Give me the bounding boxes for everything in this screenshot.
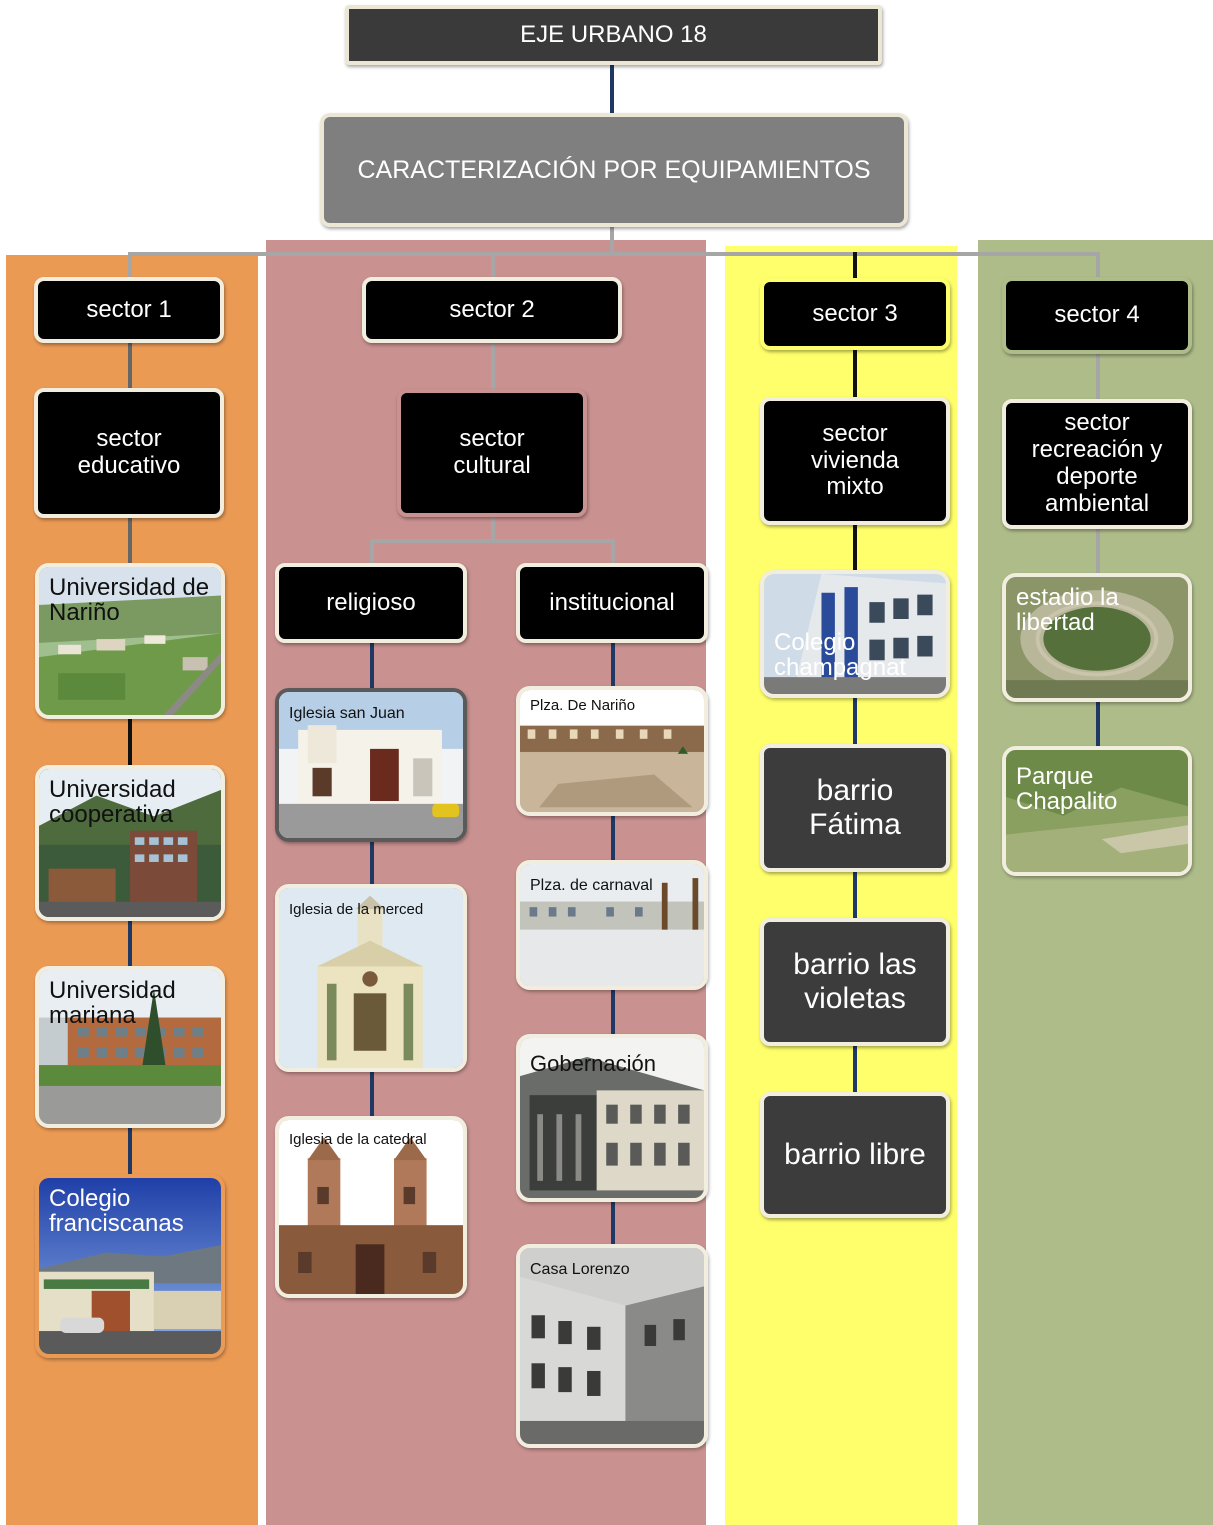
sector-2-category: sector cultural — [397, 389, 587, 517]
node-barrio-fatima: barrio Fátima — [760, 744, 950, 872]
card-casa-lorenzo: Casa Lorenzo — [516, 1244, 708, 1448]
card-colegio-champagnat: Colegio champagnat — [760, 570, 950, 698]
card-label: Gobernación — [530, 1051, 656, 1076]
connector-s2-drop — [491, 252, 495, 282]
card-label: Plza. De Nariño — [530, 697, 636, 714]
card-label: Iglesia de la merced — [289, 901, 424, 918]
photo-estadio-libertad — [1006, 577, 1188, 698]
subtitle-node: CARACTERIZACIÓN POR EQUIPAMIENTOS — [320, 113, 908, 227]
connector-s4-drop — [1096, 252, 1100, 282]
node-barrio-libre: barrio libre — [760, 1092, 950, 1218]
card-plaza-narino: Plza. De Nariño — [516, 686, 708, 816]
card-label: Universidad cooperativa — [49, 776, 176, 829]
card-plaza-carnaval: Plza. de carnaval — [516, 860, 708, 990]
photo-plaza-carnaval — [520, 864, 704, 986]
card-label: Colegio champagnat — [774, 629, 907, 682]
photo-mariana-campus — [39, 970, 221, 1124]
connector-s2-rel-c — [370, 1070, 374, 1120]
card-label: Iglesia de la catedral — [289, 1131, 427, 1148]
sector-1-node: sector 1 — [34, 277, 224, 343]
connector-s2-split — [370, 539, 615, 543]
connector-s2-right-drop — [611, 539, 615, 567]
card-label: estadio la libertad — [1016, 584, 1119, 637]
photo-iglesia-san-juan — [279, 692, 463, 838]
photo-franciscanas-school — [39, 1178, 221, 1354]
sector-3-category: sector vivienda mixto — [760, 397, 950, 525]
sector-4-node: sector 4 — [1002, 277, 1192, 354]
photo-aerial-campus — [39, 567, 221, 715]
sector-1-category: sector educativo — [34, 388, 224, 518]
card-label: Colegio franciscanas — [49, 1185, 184, 1238]
card-label: Universidad de Nariño — [49, 574, 210, 627]
sector-4-category: sector recreación y deporte ambiental — [1002, 399, 1192, 529]
connector-branch-h — [128, 252, 1099, 256]
card-label: Casa Lorenzo — [530, 1261, 630, 1278]
connector-s2-inst-c — [611, 988, 615, 1038]
card-iglesia-merced: Iglesia de la merced — [275, 884, 467, 1072]
connector-s1-c — [128, 716, 132, 768]
connector-s2-a — [491, 340, 495, 392]
title-text: EJE URBANO 18 — [520, 20, 707, 48]
subtitle-text: CARACTERIZACIÓN POR EQUIPAMIENTOS — [357, 156, 871, 184]
connector-s2-inst-b — [611, 814, 615, 864]
card-universidad-cooperativa: Universidad cooperativa — [35, 765, 225, 921]
connector-s2-rel-b — [370, 840, 374, 890]
photo-iglesia-merced — [279, 888, 463, 1068]
connector-s4-b — [1096, 526, 1100, 576]
photo-plaza-narino — [520, 690, 704, 812]
group-religioso: religioso — [275, 563, 467, 643]
connector-s2-b — [491, 515, 495, 541]
connector-s3-drop — [853, 252, 857, 282]
card-label: Universidad mariana — [49, 977, 176, 1030]
connector-s4-c — [1096, 700, 1100, 750]
connector-s1-e — [128, 1126, 132, 1178]
photo-parque-chapalito — [1006, 750, 1188, 872]
connector-s1-drop — [128, 252, 132, 282]
connector-s2-left-drop — [370, 539, 374, 567]
sector-2-node: sector 2 — [362, 277, 622, 343]
connector-branch-v — [610, 226, 614, 254]
group-institucional: institucional — [516, 563, 708, 643]
connector-s2-inst-a — [611, 640, 615, 690]
photo-casa-lorenzo — [520, 1248, 704, 1444]
connector-s3-e — [853, 1044, 857, 1096]
connector-s4-a — [1096, 350, 1100, 402]
connector-s3-b — [853, 522, 857, 574]
photo-colegio-champagnat — [764, 574, 946, 694]
connector-s1-a — [128, 340, 132, 392]
card-universidad-narino: Universidad de Nariño — [35, 563, 225, 719]
card-iglesia-catedral: Iglesia de la catedral — [275, 1116, 467, 1298]
connector-s1-b — [128, 516, 132, 566]
connector-title — [610, 62, 614, 116]
connector-s3-c — [853, 696, 857, 748]
card-estadio-libertad: estadio la libertad — [1002, 573, 1192, 702]
sector-3-node: sector 3 — [760, 278, 950, 350]
connector-s2-inst-d — [611, 1198, 615, 1248]
node-barrio-violetas: barrio las violetas — [760, 918, 950, 1046]
connector-s3-d — [853, 870, 857, 922]
card-label: Iglesia san Juan — [289, 705, 405, 722]
card-parque-chapalito: Parque Chapalito — [1002, 746, 1192, 876]
card-label: Parque Chapalito — [1016, 763, 1118, 816]
title-node: EJE URBANO 18 — [345, 5, 882, 65]
connector-s3-a — [853, 346, 857, 400]
connector-s1-d — [128, 918, 132, 970]
card-gobernacion: Gobernación — [516, 1034, 708, 1202]
card-universidad-mariana: Universidad mariana — [35, 966, 225, 1128]
photo-gobernacion — [520, 1038, 704, 1198]
photo-iglesia-catedral — [279, 1120, 463, 1294]
card-iglesia-san-juan: Iglesia san Juan — [275, 688, 467, 842]
card-colegio-franciscanas: Colegio franciscanas — [35, 1174, 225, 1358]
card-label: Plza. de carnaval — [530, 877, 653, 894]
connector-s2-rel-a — [370, 640, 374, 694]
photo-university-buildings — [39, 769, 221, 917]
